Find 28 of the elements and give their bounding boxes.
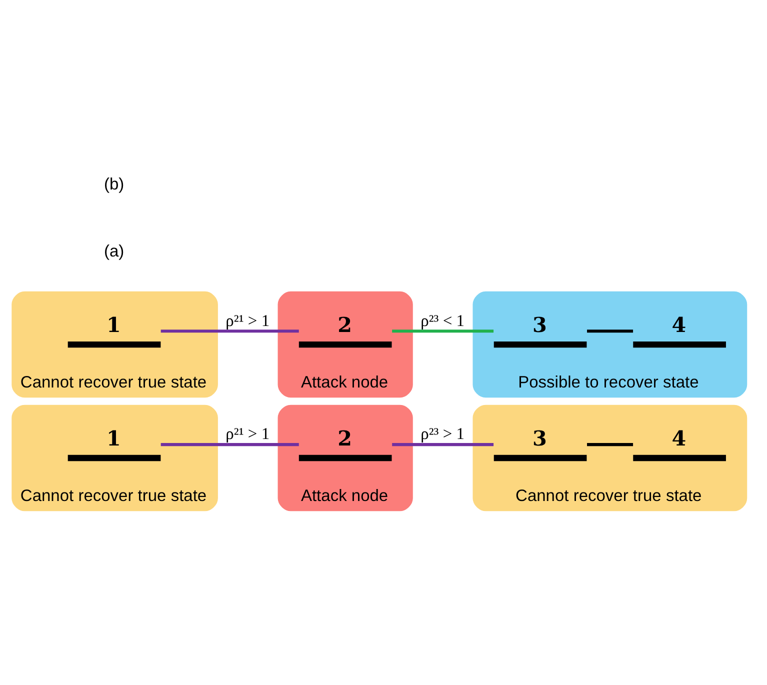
- connector: [160, 329, 299, 332]
- node-label: 4: [672, 426, 686, 450]
- connector: [392, 329, 494, 332]
- node-label: 2: [338, 312, 352, 337]
- node-label: 2: [338, 426, 352, 450]
- node-box: [494, 454, 587, 461]
- node-label: 4: [672, 312, 686, 337]
- label: (a): [104, 242, 124, 260]
- label: (b): [104, 175, 124, 194]
- node-label: 1: [106, 426, 121, 450]
- edge-label: ρ²¹ > 1: [226, 310, 270, 330]
- node-label: 3: [532, 312, 547, 337]
- edge-label: ρ²³ < 1: [420, 310, 465, 330]
- node-label: 3: [532, 426, 547, 450]
- node-box: [68, 340, 161, 348]
- edge-label: ρ²³ > 1: [420, 424, 465, 443]
- node-box: [633, 454, 726, 461]
- node-box: [633, 340, 726, 348]
- connector: [160, 442, 299, 446]
- node-box: [68, 454, 161, 461]
- edge-label: ρ²¹ > 1: [226, 424, 270, 443]
- connector: [587, 442, 634, 446]
- node-box: [494, 340, 587, 348]
- node-box: [298, 454, 392, 461]
- node-box: [298, 340, 392, 348]
- node-label: 1: [106, 312, 121, 337]
- connector: [587, 329, 634, 332]
- connector: [392, 442, 494, 446]
